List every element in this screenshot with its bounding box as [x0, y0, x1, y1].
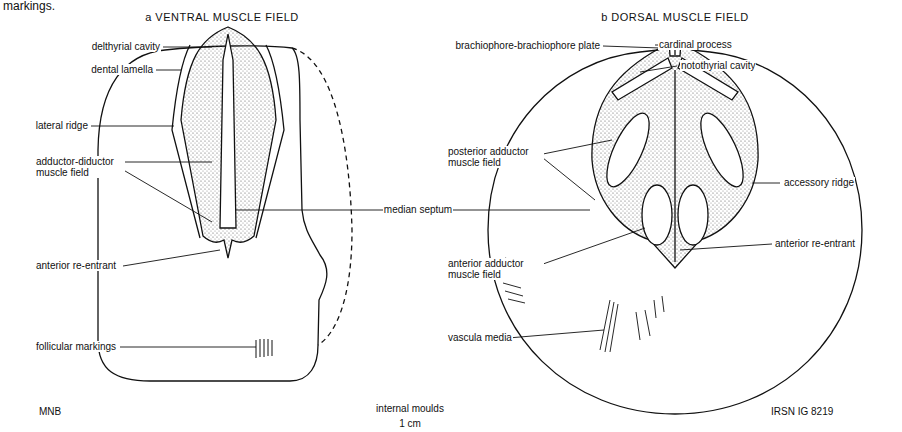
part-label: dental lamella: [90, 64, 154, 75]
brachiophore-plate: [612, 58, 672, 100]
anterior-adductor-scar: [642, 185, 672, 245]
part-label: accessory ridge: [783, 177, 855, 188]
median-septum-dorsal: [674, 70, 675, 262]
part-label: anterior re-entrant: [774, 238, 856, 249]
part-label: b DORSAL MUSCLE FIELD: [600, 12, 750, 23]
part-label: markings.: [2, 1, 56, 12]
part-label: anterior adductor muscle field: [447, 258, 544, 280]
part-label: lateral ridge: [35, 120, 89, 131]
part-label: follicular markings: [35, 341, 117, 352]
part-label: adductor-diductor muscle field: [35, 156, 125, 178]
posterior-adductor-scar: [692, 108, 751, 192]
median-septum-ventral: [220, 34, 236, 228]
part-label: a VENTRAL MUSCLE FIELD: [144, 12, 300, 23]
part-label: IRSN IG 8219: [770, 406, 834, 417]
part-label: median septum: [383, 204, 453, 215]
ventral-muscle-field: [181, 27, 276, 258]
follicular-markings: [256, 339, 272, 358]
part-label: notothyrial cavity: [680, 60, 756, 71]
posterior-adductor-scar: [598, 108, 657, 192]
vascula-media-markings: [600, 296, 664, 352]
part-label: posterior adductor muscle field: [447, 146, 544, 168]
part-label: brachiophore-brachiophore plate: [454, 40, 601, 51]
part-label: 1 cm: [398, 418, 422, 429]
leader-lines: [91, 45, 780, 347]
part-label: vascula media: [447, 332, 513, 343]
ventral-shell-restored: [292, 48, 352, 345]
part-label: anterior re-entrant: [35, 260, 117, 271]
dental-lamella: [172, 45, 200, 238]
part-label: cardinal process: [658, 39, 733, 50]
part-label: internal moulds: [375, 403, 445, 414]
part-label: delthyrial cavity: [91, 41, 161, 52]
dental-lamella: [256, 45, 284, 238]
anterior-adductor-scar: [678, 185, 708, 245]
dorsal-muscle-field: [592, 48, 758, 268]
part-label: MNB: [38, 406, 62, 417]
dorsal-shell: [488, 40, 862, 414]
